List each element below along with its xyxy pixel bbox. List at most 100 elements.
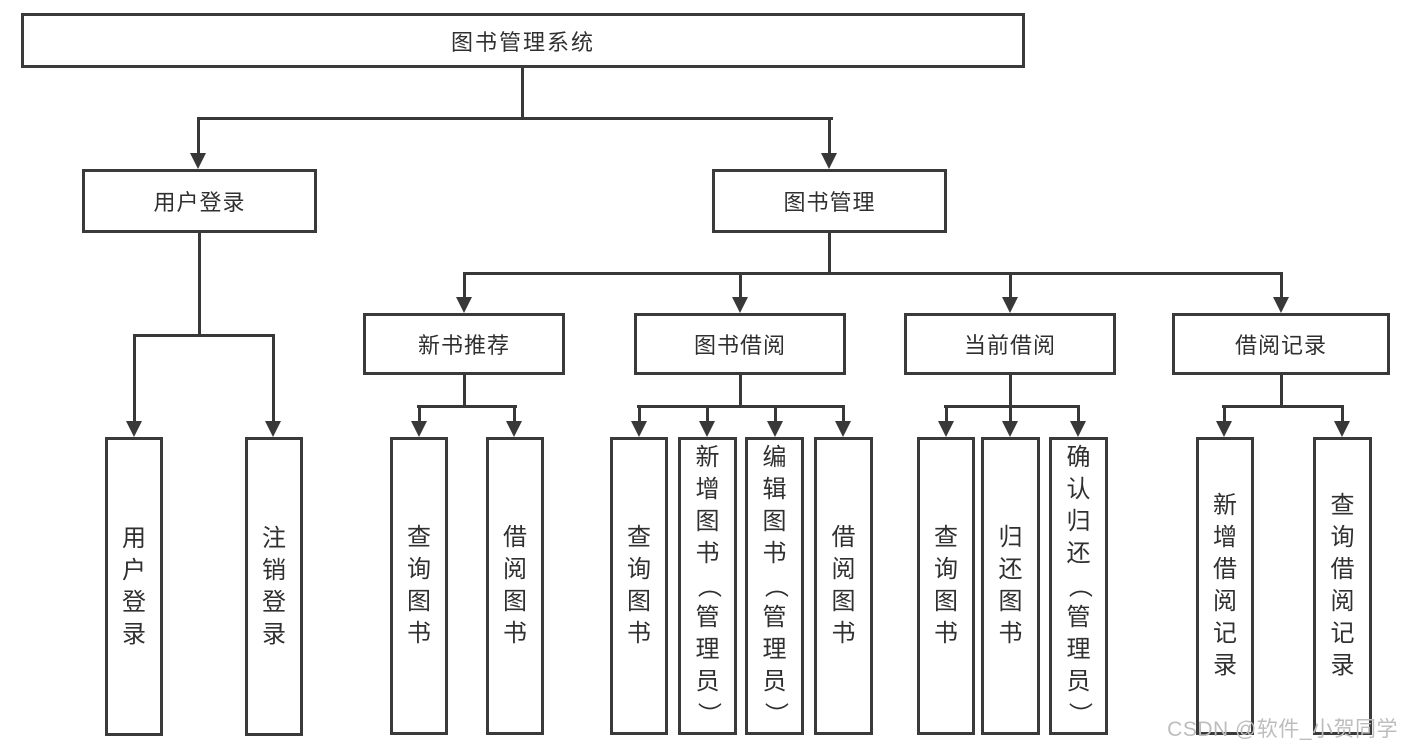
leaf-records-add-record: 新增借阅记录 bbox=[1196, 437, 1254, 735]
vertical-label-char: 还 bbox=[998, 556, 1023, 583]
arrow-head-icon bbox=[265, 421, 281, 437]
connector-line bbox=[463, 274, 466, 299]
vertical-label-char: 书 bbox=[407, 620, 431, 647]
connector-line bbox=[133, 334, 275, 337]
arrow-head-icon bbox=[126, 421, 142, 437]
vertical-label-char: ） bbox=[694, 702, 722, 726]
vertical-label-char: 录 bbox=[1330, 652, 1355, 679]
leaf-borrowing-query-books: 查询图书 bbox=[610, 437, 668, 735]
vertical-label-char: 销 bbox=[262, 556, 286, 584]
vertical-label-char: 归 bbox=[998, 524, 1023, 551]
leaf-current-confirm-return-admin: 确认归还（管理员） bbox=[1049, 437, 1108, 735]
arrow-head-icon bbox=[732, 297, 748, 313]
arrow-head-icon bbox=[1334, 421, 1350, 437]
connector-line bbox=[945, 407, 948, 423]
connector-line bbox=[828, 119, 831, 155]
vertical-label-char: 书 bbox=[934, 620, 958, 647]
vertical-label-char: 阅 bbox=[503, 556, 527, 583]
vertical-label-char: 图 bbox=[503, 588, 527, 615]
connector-line bbox=[521, 68, 524, 120]
connector-line bbox=[463, 375, 466, 407]
connector-line bbox=[417, 405, 517, 408]
vertical-label-char: 辑 bbox=[762, 476, 787, 503]
vertical-label-char: 图 bbox=[627, 588, 651, 615]
arrow-head-icon bbox=[699, 421, 715, 437]
connector-line bbox=[197, 117, 833, 120]
connector-line bbox=[1280, 274, 1283, 299]
vertical-label-char: 员 bbox=[695, 668, 720, 695]
vertical-label-char: 图 bbox=[407, 588, 431, 615]
connector-line bbox=[197, 119, 200, 155]
connector-line bbox=[1223, 407, 1226, 423]
connector-line bbox=[1009, 375, 1012, 407]
arrow-head-icon bbox=[411, 421, 427, 437]
vertical-label-char: 录 bbox=[122, 620, 146, 648]
vertical-label-char: 查 bbox=[934, 524, 958, 551]
connector-line bbox=[739, 274, 742, 299]
connector-line bbox=[828, 233, 831, 275]
node-library-management-system: 图书管理系统 bbox=[21, 13, 1025, 68]
vertical-label-char: 询 bbox=[407, 556, 431, 583]
vertical-label-char: 借 bbox=[1213, 556, 1237, 583]
vertical-label-char: 注 bbox=[262, 524, 286, 552]
vertical-label-char: 记 bbox=[1330, 620, 1355, 647]
vertical-label-char: （ bbox=[1065, 574, 1093, 598]
csdn-watermark: CSDN @软件_小贺同学 bbox=[1167, 718, 1398, 741]
vertical-label-char: 借 bbox=[1330, 556, 1355, 583]
vertical-label-char: 书 bbox=[762, 540, 787, 567]
leaf-recommend-borrow-books: 借阅图书 bbox=[486, 437, 544, 735]
connector-line bbox=[1077, 407, 1080, 423]
vertical-label-char: 理 bbox=[1066, 636, 1091, 663]
node-new-book-recommendation: 新书推荐 bbox=[363, 313, 565, 375]
node-book-borrowing: 图书借阅 bbox=[634, 313, 846, 375]
arrow-head-icon bbox=[938, 421, 954, 437]
connector-line bbox=[418, 407, 421, 423]
node-borrowing-records: 借阅记录 bbox=[1172, 313, 1390, 375]
vertical-label-char: 图 bbox=[998, 588, 1023, 615]
connector-line bbox=[133, 336, 136, 422]
vertical-label-char: 还 bbox=[1066, 540, 1091, 567]
connector-line bbox=[1009, 274, 1012, 299]
arrow-head-icon bbox=[506, 421, 522, 437]
connector-line bbox=[463, 272, 1283, 275]
vertical-label-char: 理 bbox=[695, 636, 720, 663]
vertical-label-char: 理 bbox=[762, 636, 787, 663]
vertical-label-char: 图 bbox=[831, 588, 856, 615]
vertical-label-char: 查 bbox=[627, 524, 651, 551]
vertical-label-char: 询 bbox=[627, 556, 651, 583]
vertical-label-char: 查 bbox=[407, 524, 431, 551]
vertical-label-char: 管 bbox=[1066, 604, 1091, 631]
leaf-current-query-books: 查询图书 bbox=[917, 437, 975, 735]
vertical-label-char: 编 bbox=[762, 444, 787, 471]
vertical-label-char: 确 bbox=[1066, 444, 1091, 471]
connector-line bbox=[944, 405, 1080, 408]
vertical-label-char: 图 bbox=[934, 588, 958, 615]
vertical-label-char: 借 bbox=[503, 524, 527, 551]
connector-line bbox=[842, 407, 845, 423]
vertical-label-char: 图 bbox=[695, 508, 720, 535]
node-current-borrowing: 当前借阅 bbox=[904, 313, 1116, 375]
vertical-label-char: 阅 bbox=[1213, 588, 1237, 615]
vertical-label-char: 增 bbox=[1213, 524, 1237, 551]
arrow-head-icon bbox=[821, 153, 837, 169]
leaf-user-login: 用户登录 bbox=[105, 437, 163, 736]
connector-line bbox=[739, 375, 742, 407]
vertical-label-char: 书 bbox=[627, 620, 651, 647]
vertical-label-char: 管 bbox=[695, 604, 720, 631]
vertical-label-char: 增 bbox=[695, 476, 720, 503]
vertical-label-char: 书 bbox=[695, 540, 720, 567]
leaf-records-query-record: 查询借阅记录 bbox=[1313, 437, 1372, 735]
vertical-label-char: 录 bbox=[262, 620, 286, 648]
vertical-label-char: 书 bbox=[503, 620, 527, 647]
arrow-head-icon bbox=[631, 421, 647, 437]
vertical-label-char: （ bbox=[761, 574, 789, 598]
vertical-label-char: 查 bbox=[1330, 492, 1355, 519]
vertical-label-char: 记 bbox=[1213, 620, 1237, 647]
arrow-head-icon bbox=[767, 421, 783, 437]
vertical-label-char: （ bbox=[694, 574, 722, 598]
leaf-borrowing-add-books-admin: 新增图书（管理员） bbox=[678, 437, 737, 735]
vertical-label-char: 员 bbox=[1066, 668, 1091, 695]
connector-line bbox=[637, 405, 845, 408]
vertical-label-char: 登 bbox=[122, 588, 146, 616]
connector-line bbox=[706, 407, 709, 423]
